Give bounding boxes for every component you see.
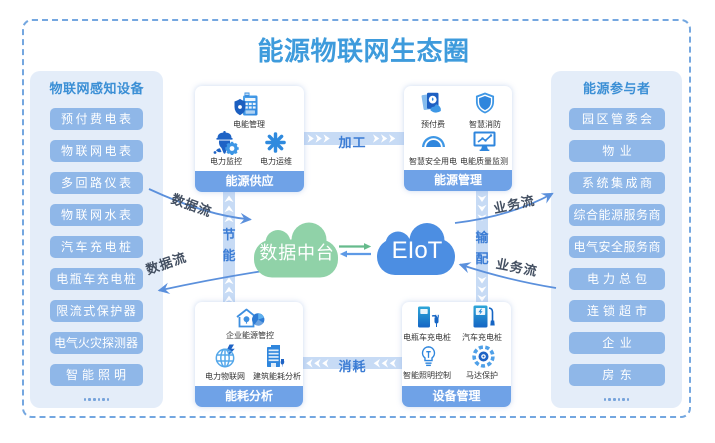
svg-text:数据中台: 数据中台 bbox=[259, 243, 334, 263]
svg-text:EIoT: EIoT bbox=[392, 237, 443, 264]
